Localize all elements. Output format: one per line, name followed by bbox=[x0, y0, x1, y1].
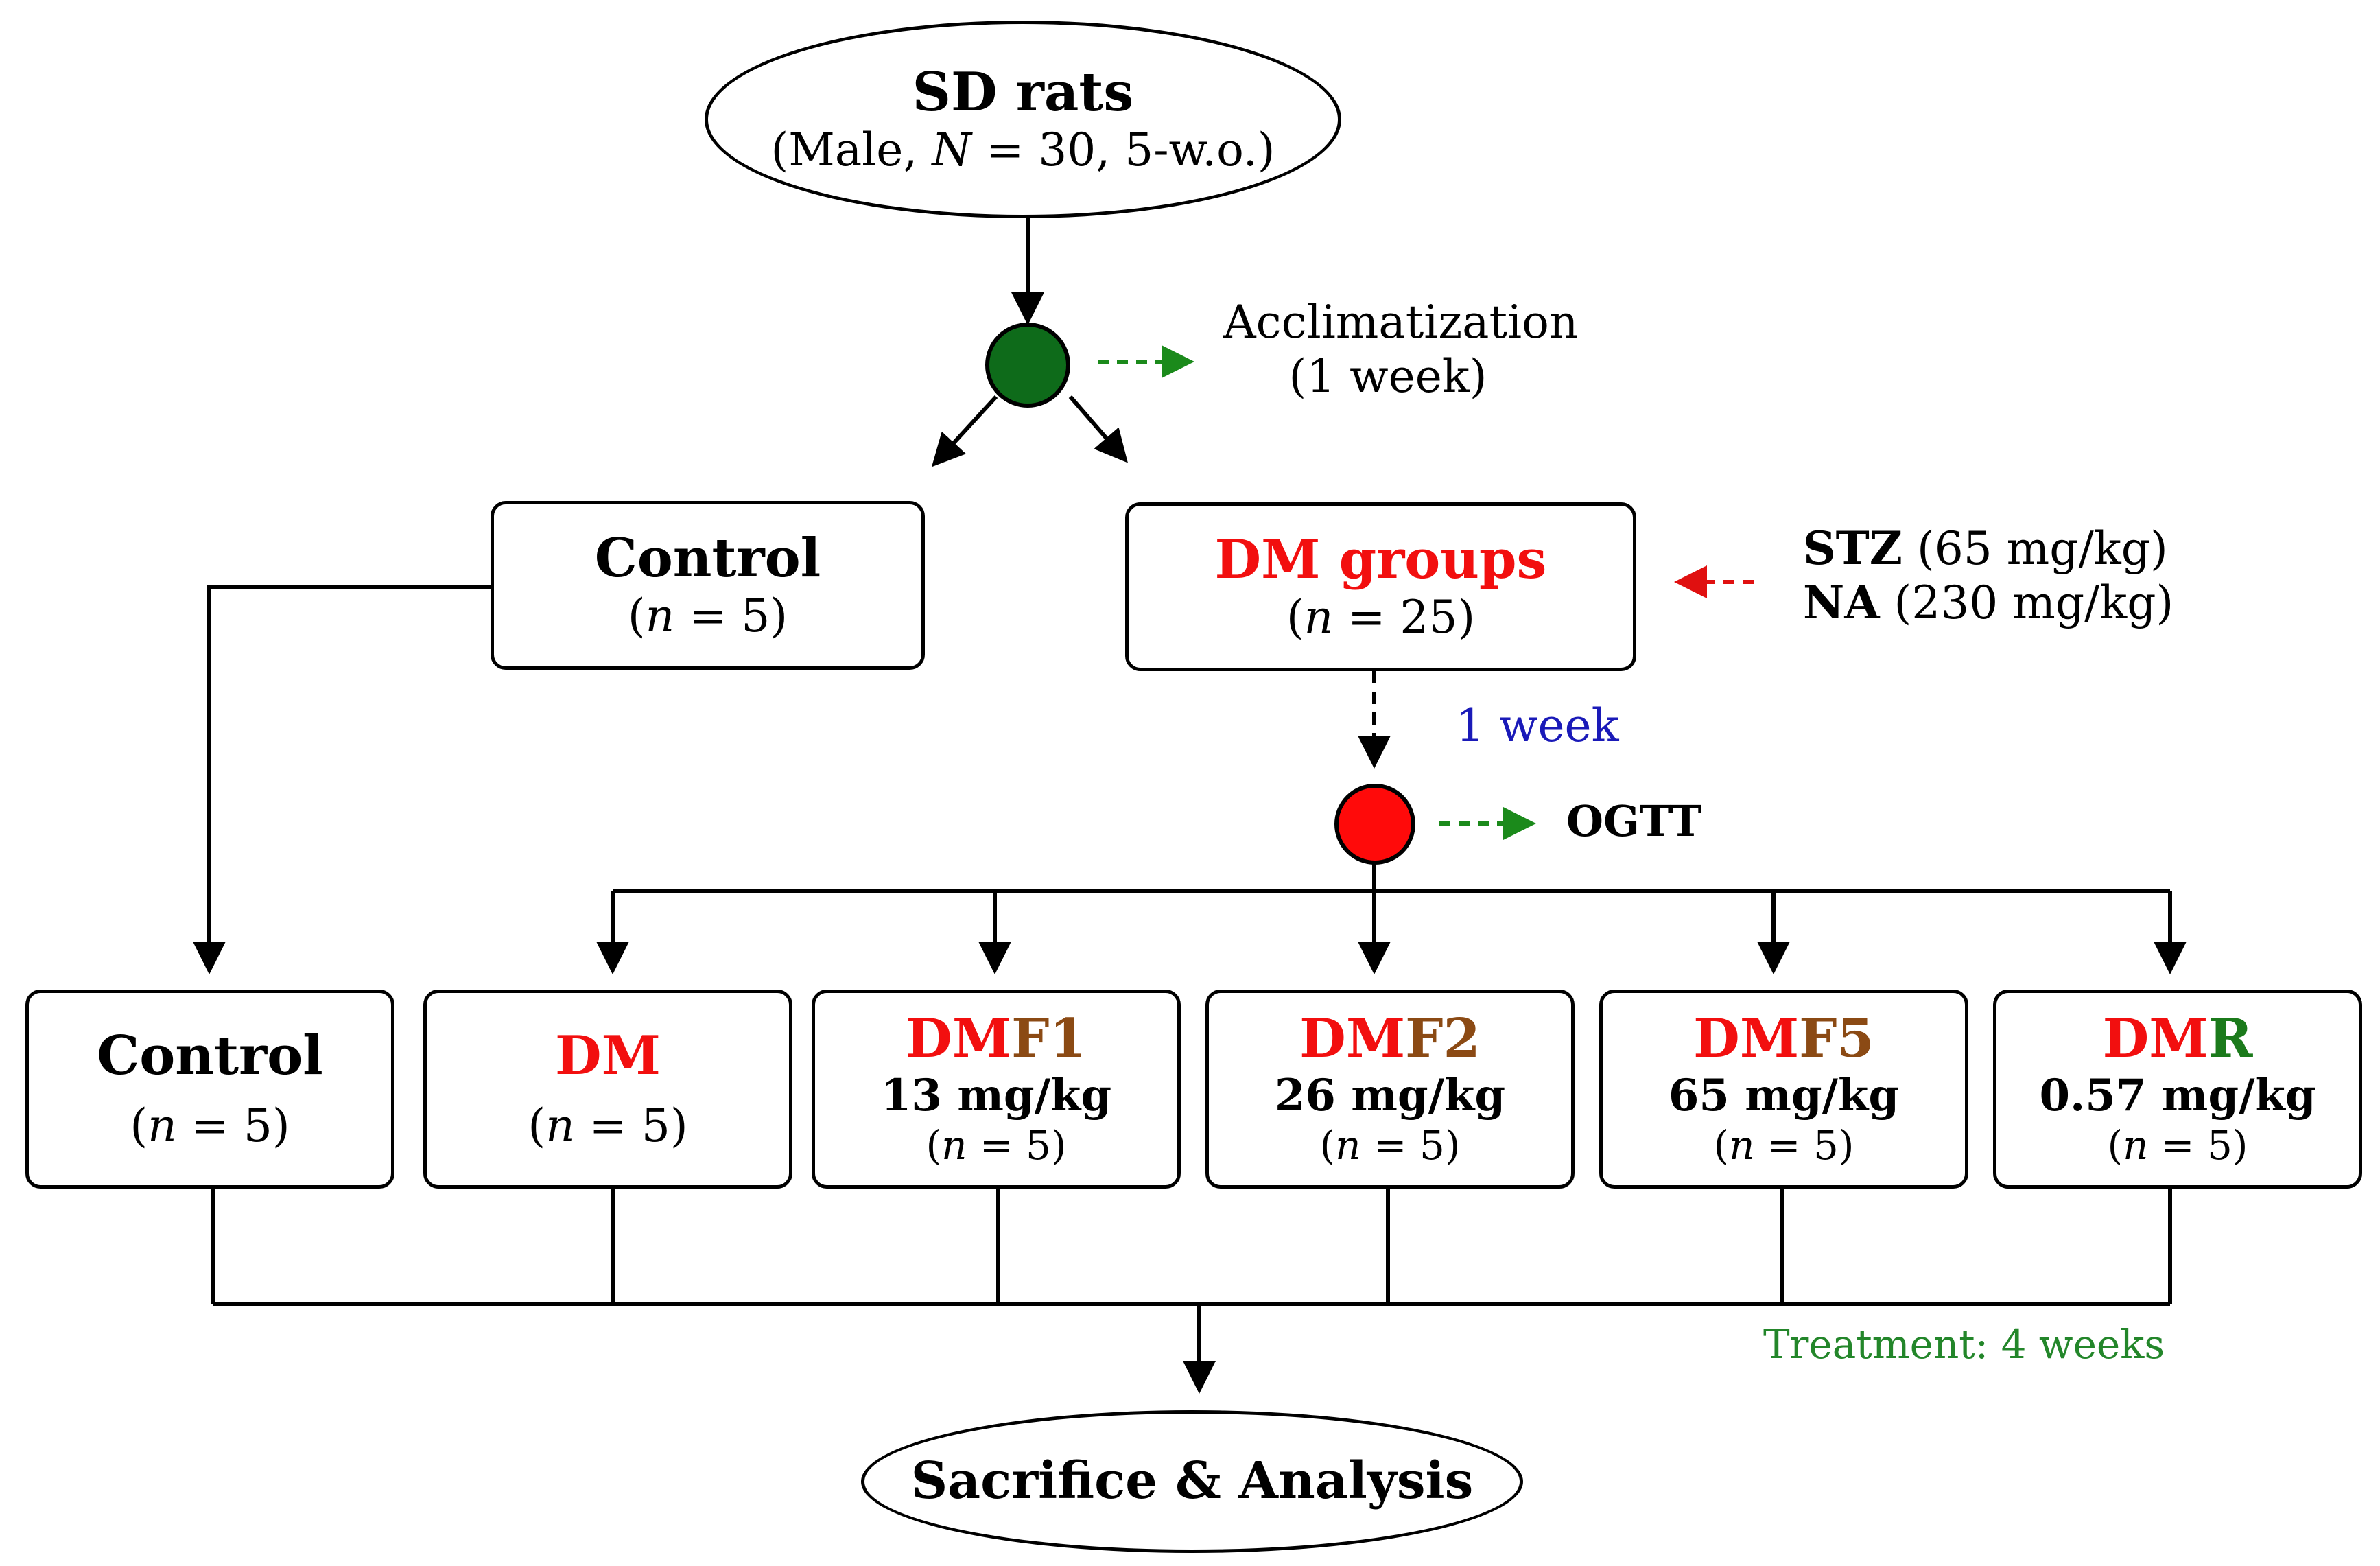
group-dmr-dose: 0.57 mg/kg bbox=[2039, 1069, 2316, 1121]
acclimatization-node bbox=[985, 323, 1070, 408]
group-dmr-n: (n = 5) bbox=[2107, 1122, 2248, 1169]
group-dm: DM (n = 5) bbox=[423, 990, 792, 1189]
dm-groups-title: DM groups bbox=[1214, 528, 1547, 591]
arrow-to-dm-groups bbox=[1068, 395, 1128, 463]
group-dm-n: (n = 5) bbox=[528, 1099, 688, 1153]
induction-label: STZ (65 mg/kg) NA (230 mg/kg) bbox=[1803, 522, 2174, 630]
group-dmf1-title: DMF1 bbox=[906, 1007, 1087, 1070]
group-dmr: DMR 0.57 mg/kg (n = 5) bbox=[1993, 990, 2362, 1189]
group-dmf1: DMF1 13 mg/kg (n = 5) bbox=[812, 990, 1181, 1189]
group-dmf2-n: (n = 5) bbox=[1319, 1122, 1461, 1169]
group-dmf5-n: (n = 5) bbox=[1713, 1122, 1854, 1169]
group-dmr-title: DMR bbox=[2102, 1007, 2253, 1070]
end-node-sacrifice-analysis: Sacrifice & Analysis bbox=[861, 1410, 1523, 1553]
treatment-label: Treatment: 4 weeks bbox=[1763, 1321, 2165, 1368]
acclimatization-label: Acclimatization (1 week) bbox=[1223, 296, 1579, 404]
group-dmf2-title: DMF2 bbox=[1299, 1007, 1481, 1070]
group-control-n: (n = 5) bbox=[130, 1099, 290, 1153]
group-dm-title: DM bbox=[555, 1024, 661, 1087]
ogtt-node bbox=[1334, 784, 1415, 865]
group-dmf5: DMF5 65 mg/kg (n = 5) bbox=[1599, 990, 1968, 1189]
interval-label: 1 week bbox=[1456, 699, 1619, 752]
group-dmf2: DMF2 26 mg/kg (n = 5) bbox=[1205, 990, 1575, 1189]
group-control-title: Control bbox=[97, 1024, 323, 1087]
group-dmf1-n: (n = 5) bbox=[926, 1122, 1067, 1169]
group-dmf5-dose: 65 mg/kg bbox=[1668, 1069, 1900, 1121]
start-title: SD rats bbox=[912, 60, 1134, 124]
group-dmf1-dose: 13 mg/kg bbox=[880, 1069, 1112, 1121]
connector-control bbox=[193, 585, 491, 974]
arrow-to-control bbox=[931, 395, 998, 467]
ogtt-label: OGTT bbox=[1566, 796, 1702, 846]
group-control: Control (n = 5) bbox=[25, 990, 394, 1189]
dm-groups-box: DM groups (n = 25) bbox=[1125, 502, 1636, 671]
end-title: Sacrifice & Analysis bbox=[910, 1451, 1474, 1511]
start-detail: (Male, N = 30, 5-w.o.) bbox=[770, 124, 1275, 177]
group-dmf5-title: DMF5 bbox=[1693, 1007, 1874, 1070]
control-top-title: Control bbox=[594, 526, 821, 589]
control-top-n: (n = 5) bbox=[627, 589, 788, 643]
group-dmf2-dose: 26 mg/kg bbox=[1274, 1069, 1506, 1121]
dm-groups-n: (n = 25) bbox=[1286, 591, 1476, 644]
start-node-sd-rats: SD rats (Male, N = 30, 5-w.o.) bbox=[705, 21, 1341, 218]
control-top-box: Control (n = 5) bbox=[491, 501, 925, 670]
